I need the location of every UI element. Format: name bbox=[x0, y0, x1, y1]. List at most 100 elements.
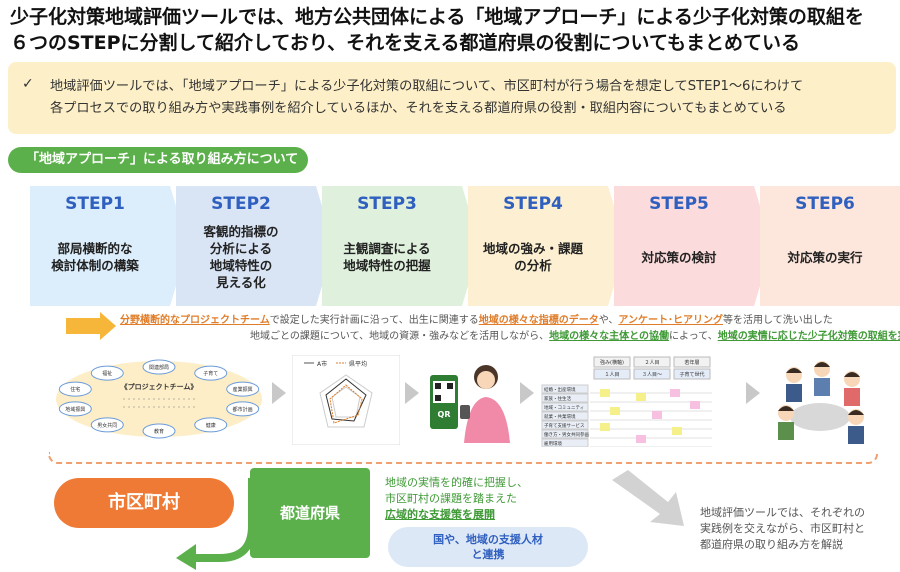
chevron-right-icon bbox=[272, 382, 286, 404]
step-number: STEP4 bbox=[503, 194, 563, 214]
svg-text:・・・・・・・・・・・・・・・: ・・・・・・・・・・・・・・・ bbox=[121, 405, 196, 411]
tool-note: 地域評価ツールでは、それぞれの 実践例を交えながら、市区町村と 都道府県の取り組… bbox=[700, 505, 865, 553]
matrix-row-label: 働き方・男女共同参画 bbox=[544, 431, 589, 438]
matrix-row-label: 結婚・出産環境 bbox=[544, 386, 576, 393]
section-heading: 「地域アプローチ」による取り組み方について bbox=[8, 147, 308, 173]
radar-legend-a: A市 bbox=[317, 360, 327, 368]
step-label: 部局横断的な検討体制の構築 bbox=[51, 241, 139, 273]
qr-label: QR bbox=[438, 410, 451, 419]
team-node bbox=[90, 365, 124, 381]
matrix-row-label: 就業・共業環境 bbox=[544, 413, 576, 420]
step-2: STEP2 客観的指標の分析による地域特性の見える化 bbox=[176, 186, 334, 306]
step-label: 地域の強み・課題の分析 bbox=[482, 241, 583, 273]
team-node-label: 都市計画 bbox=[233, 406, 253, 413]
team-node bbox=[58, 381, 92, 397]
support-line: 国や、地域の支援人材 bbox=[433, 533, 543, 546]
title-line-2: ６つのSTEPに分割して紹介しており、それを支える都道府県の役割についてもまとめ… bbox=[10, 32, 800, 54]
strength-matrix-illustration: 強み(横軸) １人目 ２人目 ３人目～ 若年層子育て世代結婚・出産環境家族・住生活地域・… bbox=[541, 356, 712, 447]
tool-note-line: 実践例を交えながら、市区町村と bbox=[700, 522, 865, 535]
note-text: で設定した実行計画に沿って、出生に関連する bbox=[269, 315, 479, 326]
city-badge: 市区町村 bbox=[54, 478, 234, 528]
chevron-right-icon bbox=[405, 382, 419, 404]
steps-row: STEP1 部局横断的な検討体制の構築 STEP2 客観的指標の分析による地域特性の見… bbox=[30, 186, 900, 306]
matrix-row-label: 地域・コミュニティ bbox=[544, 404, 584, 411]
step-6: STEP6 対応策の実行 bbox=[760, 186, 900, 306]
right-arrow-icon bbox=[66, 312, 116, 340]
step-number: STEP1 bbox=[65, 194, 125, 214]
team-node-label: 地域振興 bbox=[65, 406, 85, 413]
meeting-illustration bbox=[778, 361, 864, 444]
chevron-right-icon bbox=[520, 382, 534, 404]
step-label: 対応策の実行 bbox=[787, 249, 863, 265]
team-node-label: 教育 bbox=[154, 428, 164, 435]
step-label: 主観調査による地域特性の把握 bbox=[343, 241, 431, 273]
project-team-illustration: 《プロジェクトチーム》 ・・・・・・・・・・・・・・・ ・・・・・・・・・・・・… bbox=[56, 359, 262, 439]
radar-chart-illustration: A市 県平均 bbox=[292, 355, 400, 445]
note-text: 地域ごとの課題について、地域の資源・強みなどを活用しながら、 bbox=[250, 331, 550, 342]
team-node bbox=[226, 401, 260, 417]
step-number: STEP3 bbox=[357, 194, 417, 214]
team-node-label: 福祉 bbox=[102, 370, 112, 377]
step-number: STEP5 bbox=[649, 194, 709, 214]
team-node-label: 住宅 bbox=[70, 386, 80, 393]
step-5: STEP5 対応策の検討 bbox=[614, 186, 772, 306]
matrix-header: ３人目～ bbox=[642, 372, 662, 378]
matrix-header: 強み(横軸) bbox=[600, 359, 624, 366]
note-indicator-data: 地域の様々な指標のデータ bbox=[478, 315, 599, 326]
team-node-label: 健康 bbox=[206, 422, 216, 429]
title-line-1: 少子化対策地域評価ツールでは、地方公共団体による「地域アプローチ」による少子化対… bbox=[10, 6, 864, 28]
chevron-right-icon bbox=[746, 382, 760, 404]
team-node bbox=[194, 417, 228, 433]
prefecture-note-line: 地域の実情を的確に把握し、 bbox=[385, 476, 528, 489]
matrix-header: ２人目 bbox=[644, 360, 659, 366]
tool-note-line: 地域評価ツールでは、それぞれの bbox=[700, 506, 865, 519]
support-collaboration-pill: 国や、地域の支援人材 と連携 bbox=[388, 527, 588, 567]
note-collaboration: 地域の様々な主体との協働 bbox=[549, 331, 670, 342]
note-text: や、 bbox=[598, 315, 619, 326]
note-survey: アンケート･ヒアリング bbox=[618, 315, 724, 326]
summary-box: ✓ 地域評価ツールでは、「地域アプローチ」による少子化対策の取組について、市区町… bbox=[8, 62, 896, 134]
team-node bbox=[58, 401, 92, 417]
note-text: 等を活用して洗い出した bbox=[723, 315, 833, 326]
page-title: 少子化対策地域評価ツールでは、地方公共団体による「地域アプローチ」による少子化対… bbox=[10, 4, 895, 56]
step-number: STEP6 bbox=[795, 194, 855, 214]
team-node-label: 産業振興 bbox=[233, 386, 253, 393]
matrix-row-label: 雇用環境 bbox=[544, 440, 562, 447]
prefecture-note-emphasis: 広域的な支援策を展開 bbox=[385, 508, 495, 521]
team-title: 《プロジェクトチーム》 bbox=[121, 382, 198, 391]
matrix-row-label: 家族・住生活 bbox=[544, 395, 571, 402]
team-node-label: 男女共同 bbox=[97, 422, 117, 429]
note-text: によって、 bbox=[669, 331, 718, 342]
note-project-team: 分野横断的なプロジェクトチーム bbox=[120, 315, 270, 326]
tool-note-line: 都道府県の取り組み方を解説 bbox=[700, 538, 843, 551]
step-number: STEP2 bbox=[211, 194, 271, 214]
summary-line-1: 地域評価ツールでは、「地域アプローチ」による少子化対策の取組について、市区町村が… bbox=[50, 79, 804, 94]
bracket-divider bbox=[48, 452, 878, 464]
step-label: 客観的指標の分析による地域特性の見える化 bbox=[203, 224, 279, 290]
team-node-label: 子育て bbox=[203, 370, 218, 377]
diagonal-arrow-icon bbox=[612, 470, 684, 526]
matrix-header: １人目 bbox=[604, 372, 619, 378]
flow-notes: 分野横断的なプロジェクトチームで設定した実行計画に沿って、出生に関連する地域の様… bbox=[120, 313, 900, 345]
radar-legend-b: 県平均 bbox=[349, 360, 367, 368]
prefecture-note-line: 市区町村の課題を踏まえた bbox=[385, 492, 517, 505]
check-icon: ✓ bbox=[22, 76, 34, 92]
qr-survey-illustration: QR bbox=[430, 365, 510, 443]
team-node bbox=[142, 359, 176, 375]
note-practice: 地域の実情に応じた少子化対策の取組を実践 bbox=[717, 331, 900, 342]
step-label: 対応策の検討 bbox=[641, 249, 717, 265]
prefecture-box: 都道府県 bbox=[250, 468, 370, 558]
matrix-header: 子育て世代 bbox=[679, 371, 704, 378]
matrix-row-label: 子育て支援サービス bbox=[544, 422, 585, 429]
matrix-header: 若年層 bbox=[684, 359, 699, 366]
step-4: STEP4 地域の強み・課題の分析 bbox=[468, 186, 626, 306]
team-node bbox=[226, 381, 260, 397]
team-node bbox=[90, 417, 124, 433]
step-1: STEP1 部局横断的な検討体制の構築 bbox=[30, 186, 188, 306]
step-3: STEP3 主観調査による地域特性の把握 bbox=[322, 186, 480, 306]
team-node bbox=[142, 423, 176, 439]
team-node bbox=[194, 365, 228, 381]
prefecture-note: 地域の実情を的確に把握し、 市区町村の課題を踏まえた 広域的な支援策を展開 bbox=[385, 475, 528, 523]
team-node-label: 関連部局 bbox=[149, 364, 169, 371]
svg-text:・・・・・・・・・・・・・・・: ・・・・・・・・・・・・・・・ bbox=[121, 397, 196, 403]
